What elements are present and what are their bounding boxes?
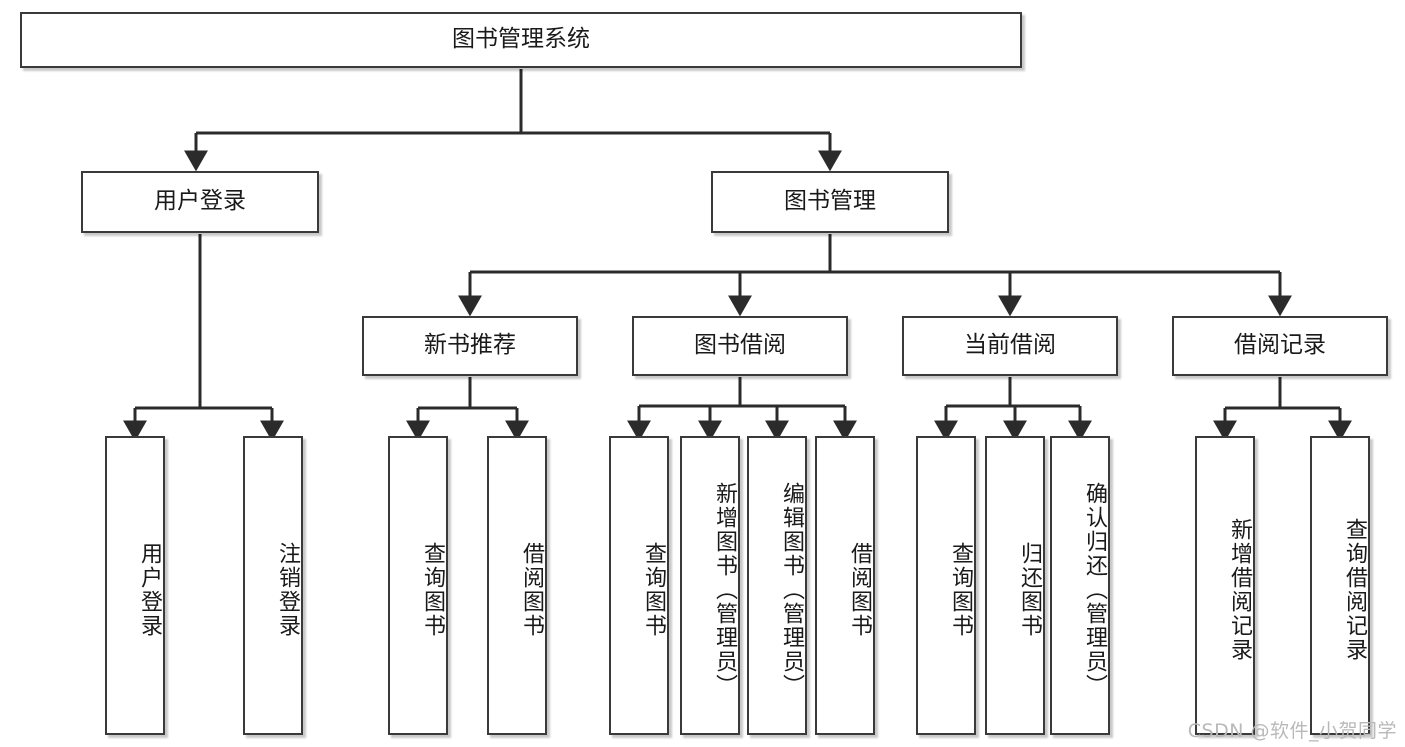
- node-label: 注销登录: [275, 541, 300, 638]
- node-label: 用户登录: [154, 188, 246, 215]
- leaf-borrow-borrow-book[interactable]: 借阅图书: [815, 436, 875, 735]
- node-label: 归还图书: [1017, 541, 1042, 638]
- node-label: 新书推荐: [424, 332, 516, 359]
- node-label: 查询图书: [420, 541, 445, 638]
- leaf-borrow-edit-book-admin[interactable]: 编辑图书（管理员）: [747, 436, 807, 735]
- node-label: 用户登录: [137, 541, 162, 638]
- node-label: 借阅图书: [847, 541, 872, 638]
- leaf-user-login[interactable]: 用户登录: [105, 436, 165, 735]
- node-label: 编辑图书（管理员）: [779, 481, 804, 698]
- node-label: 确认归还（管理员）: [1082, 481, 1107, 698]
- node-label: 查询图书: [641, 541, 666, 638]
- node-label: 借阅记录: [1234, 332, 1326, 359]
- leaf-borrow-add-book-admin[interactable]: 新增图书（管理员）: [680, 436, 740, 735]
- leaf-user-logout[interactable]: 注销登录: [243, 436, 303, 735]
- leaf-recommend-borrow-book[interactable]: 借阅图书: [487, 436, 547, 735]
- node-borrow-record[interactable]: 借阅记录: [1172, 316, 1388, 376]
- node-label: 新增借阅记录: [1227, 517, 1252, 662]
- csdn-watermark: CSDN @软件_小贺同学: [1187, 720, 1397, 742]
- node-label: 图书管理: [784, 188, 876, 215]
- node-root-system[interactable]: 图书管理系统: [20, 12, 1022, 68]
- node-user-login[interactable]: 用户登录: [81, 171, 319, 233]
- node-label: 查询图书: [948, 541, 973, 638]
- leaf-recommend-query-book[interactable]: 查询图书: [388, 436, 448, 735]
- node-new-book-recommend[interactable]: 新书推荐: [362, 316, 578, 376]
- leaf-current-confirm-return-admin[interactable]: 确认归还（管理员）: [1050, 436, 1110, 735]
- leaf-current-return-book[interactable]: 归还图书: [985, 436, 1045, 735]
- node-label: 借阅图书: [519, 541, 544, 638]
- node-label: 新增图书（管理员）: [712, 481, 737, 698]
- leaf-current-query-book[interactable]: 查询图书: [916, 436, 976, 735]
- node-book-borrow[interactable]: 图书借阅: [632, 316, 848, 376]
- leaf-record-add-record[interactable]: 新增借阅记录: [1195, 436, 1255, 735]
- node-label: 图书管理系统: [452, 26, 590, 53]
- leaf-record-query-record[interactable]: 查询借阅记录: [1310, 436, 1370, 735]
- node-current-borrow[interactable]: 当前借阅: [902, 316, 1118, 376]
- node-book-management[interactable]: 图书管理: [711, 171, 949, 233]
- leaf-borrow-query-book[interactable]: 查询图书: [609, 436, 669, 735]
- node-label: 图书借阅: [694, 332, 786, 359]
- node-label: 当前借阅: [964, 332, 1056, 359]
- node-label: 查询借阅记录: [1342, 517, 1367, 662]
